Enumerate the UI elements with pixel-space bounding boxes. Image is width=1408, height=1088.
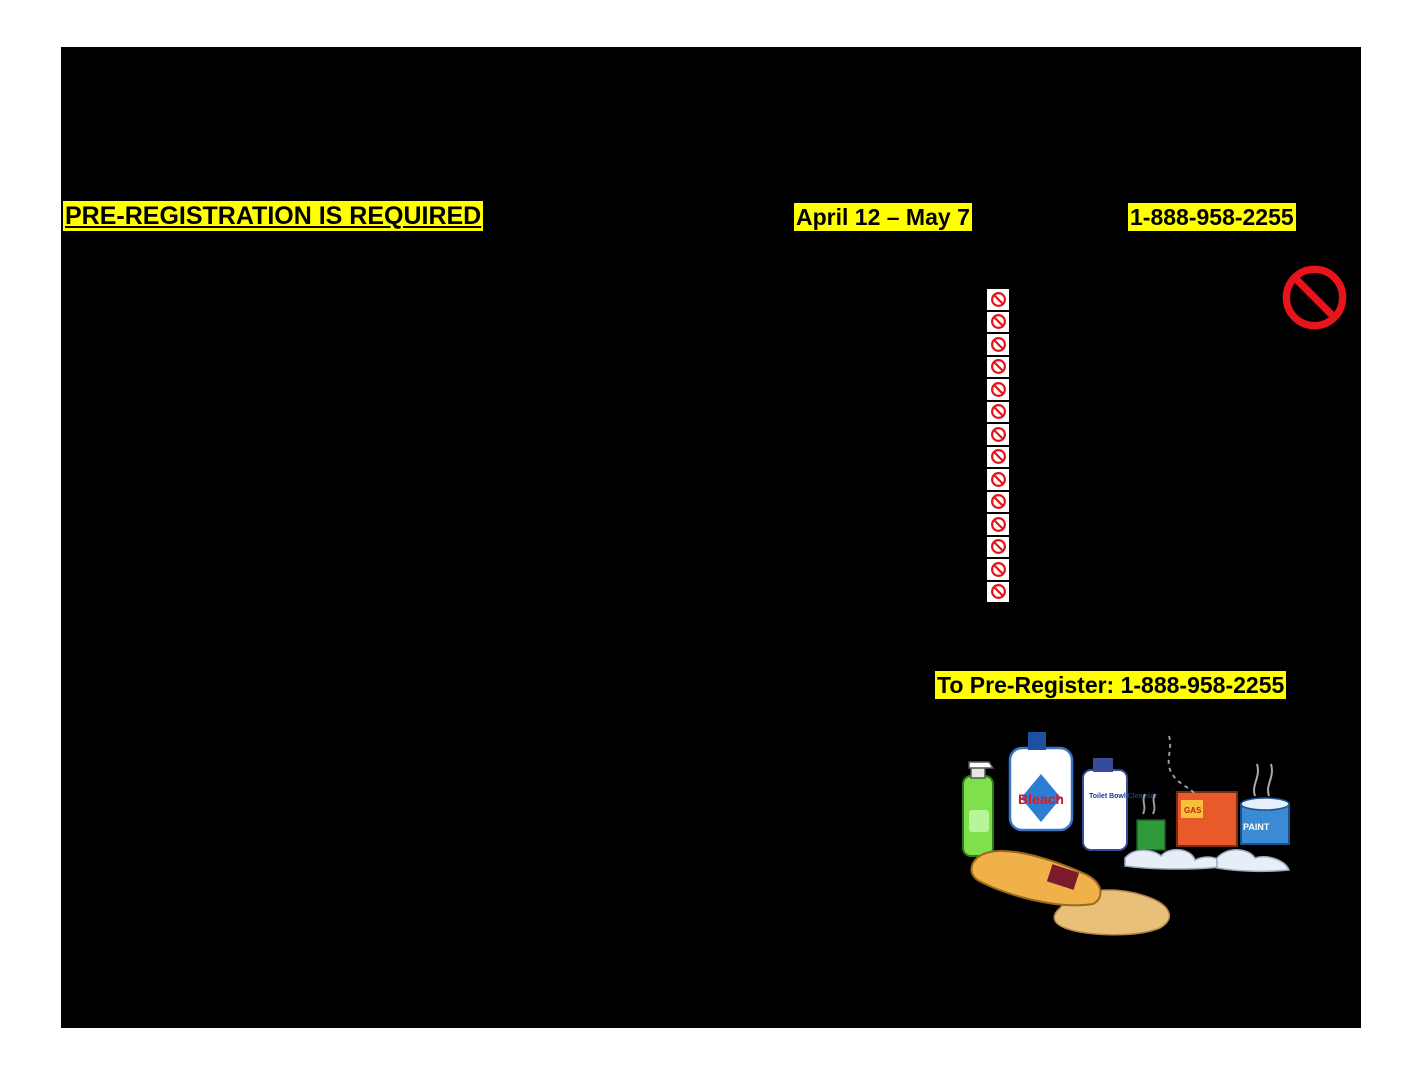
- no-entry-icon: [990, 426, 1006, 442]
- no-entry-icon: [990, 381, 1006, 397]
- no-entry-icon: [990, 359, 1006, 375]
- not-accepted-mark: [987, 514, 1009, 535]
- paint-label: PAINT: [1243, 822, 1270, 832]
- no-entry-icon: [990, 539, 1006, 555]
- pre-register-phone-line: To Pre-Register: 1-888-958-2255: [935, 671, 1287, 699]
- not-accepted-mark: [987, 491, 1009, 512]
- no-entry-icon: [990, 449, 1006, 465]
- not-accepted-mark: [987, 536, 1009, 557]
- not-accepted-mark: [987, 289, 1009, 310]
- cleanser-label: Toilet Bowl Cleanser: [1089, 793, 1158, 800]
- not-accepted-mark: [987, 446, 1009, 467]
- not-accepted-mark: [987, 559, 1009, 580]
- not-accepted-marks: [987, 289, 1009, 602]
- gas-label: GAS: [1184, 806, 1202, 815]
- event-date-range: April 12 – May 7: [794, 203, 972, 231]
- not-accepted-mark: [987, 311, 1009, 332]
- not-accepted-mark: [987, 401, 1009, 422]
- not-accepted-mark: [987, 379, 1009, 400]
- no-entry-icon: [990, 336, 1006, 352]
- no-entry-icon: [990, 471, 1006, 487]
- no-entry-icon: [1282, 265, 1347, 330]
- no-entry-icon: [990, 404, 1006, 420]
- not-accepted-mark: [987, 469, 1009, 490]
- household-hazardous-products-clipart: Bleach Toilet Bowl Cleanser GAS PAINT: [962, 732, 1291, 936]
- no-entry-icon: [990, 584, 1006, 600]
- no-entry-icon: [990, 291, 1006, 307]
- not-accepted-mark: [987, 334, 1009, 355]
- no-entry-icon: [990, 494, 1006, 510]
- bleach-label: Bleach: [1018, 791, 1064, 807]
- pre-registration-heading: PRE-REGISTRATION IS REQUIRED: [63, 201, 484, 231]
- phone-number: 1-888-958-2255: [1128, 203, 1296, 231]
- no-entry-icon: [990, 516, 1006, 532]
- not-accepted-mark: [987, 424, 1009, 445]
- no-entry-icon: [990, 561, 1006, 577]
- not-accepted-mark: [987, 356, 1009, 377]
- not-accepted-mark: [987, 581, 1009, 602]
- no-entry-icon: [990, 314, 1006, 330]
